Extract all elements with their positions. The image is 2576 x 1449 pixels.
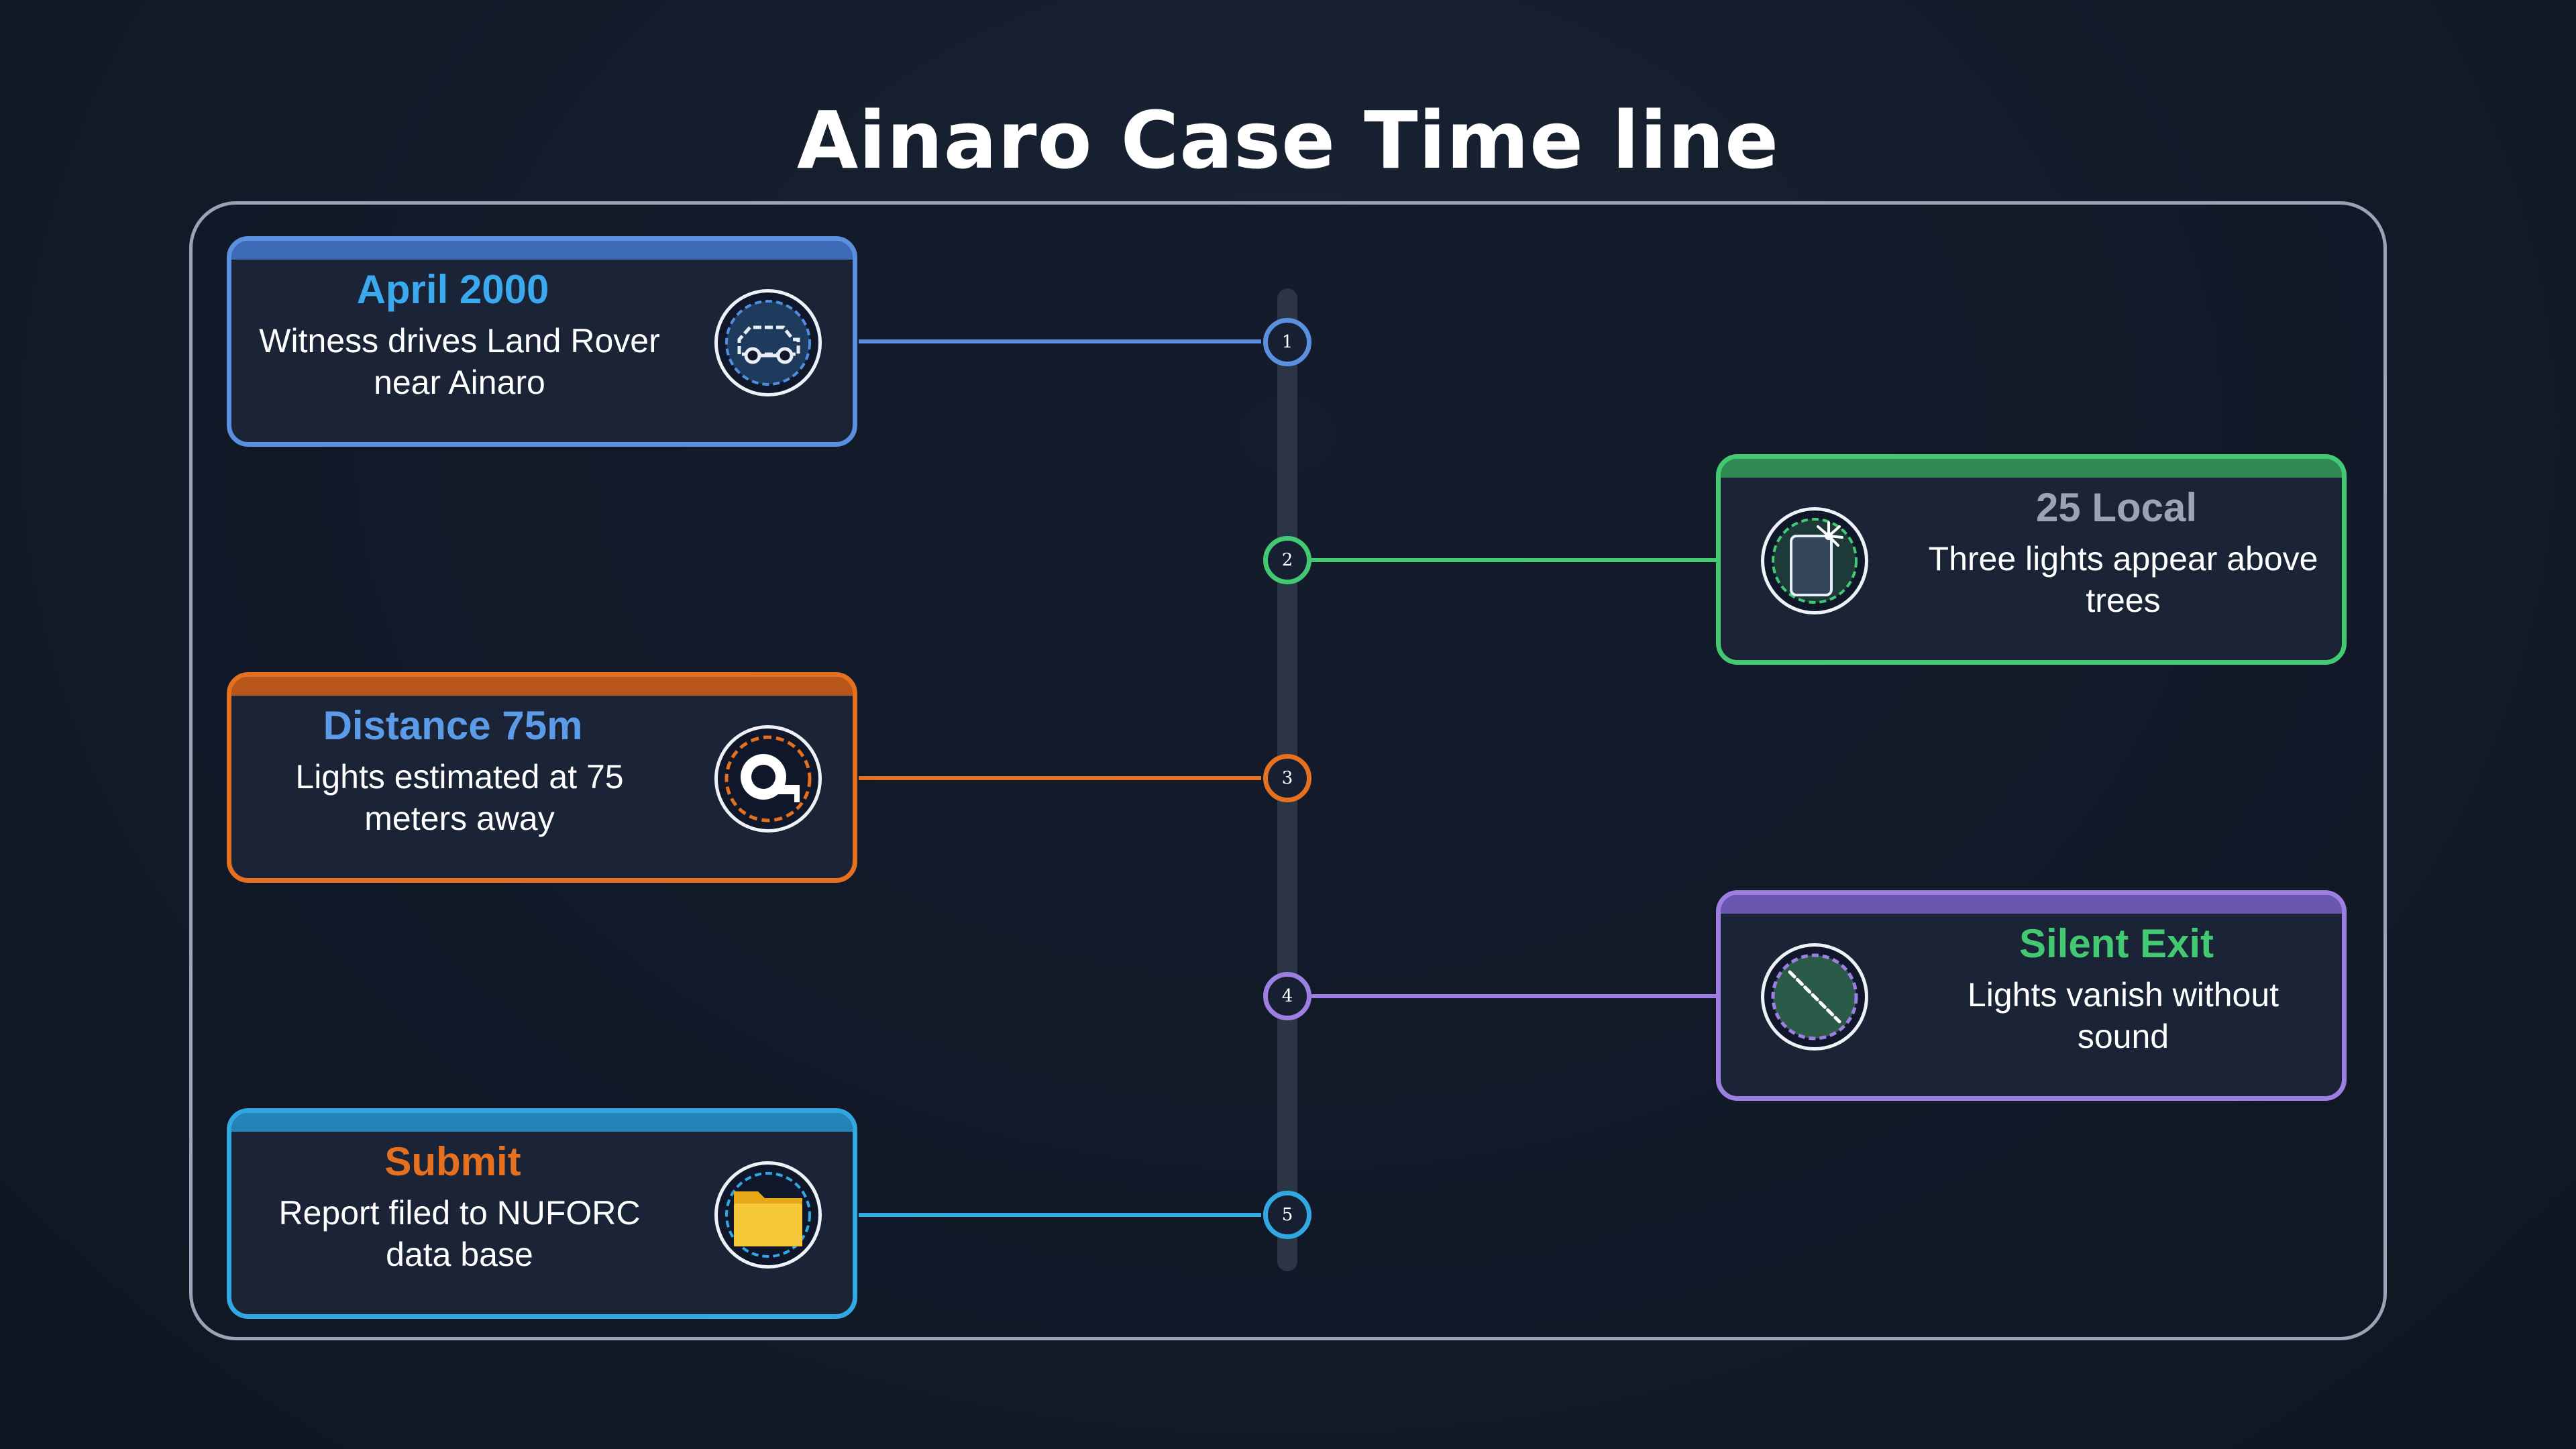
folder-icon bbox=[714, 1161, 822, 1269]
card-header-band bbox=[1721, 895, 2342, 914]
event-title: 25 Local bbox=[2035, 485, 2198, 530]
event-description: Three lights appear above trees bbox=[1928, 540, 2318, 619]
page-title: Ainaro Case Time line bbox=[796, 94, 1780, 186]
land-rover-icon bbox=[714, 289, 822, 396]
connector-3 bbox=[859, 776, 1261, 780]
event-card-2: 25 Local Three lights appear above trees bbox=[1716, 454, 2347, 665]
step-number: 1 bbox=[1281, 332, 1293, 352]
step-node-3: 3 bbox=[1263, 754, 1311, 802]
event-description: Report filed to NUFORC data base bbox=[278, 1194, 641, 1273]
tape-measure-icon bbox=[714, 725, 822, 833]
step-node-2: 2 bbox=[1263, 536, 1311, 584]
step-node-5: 5 bbox=[1263, 1191, 1311, 1239]
step-node-1: 1 bbox=[1263, 318, 1311, 366]
event-title: Distance 75m bbox=[323, 703, 583, 748]
event-title: Silent Exit bbox=[2019, 921, 2214, 966]
event-card-5: Submit Report filed to NUFORC data base bbox=[227, 1108, 857, 1319]
lights-above-trees-icon bbox=[1761, 507, 1868, 614]
event-card-4: Silent Exit Lights vanish without sound bbox=[1716, 890, 2347, 1101]
event-description: Witness drives Land Rover near Ainaro bbox=[259, 322, 660, 401]
step-number: 4 bbox=[1281, 986, 1293, 1006]
card-header-band bbox=[1721, 459, 2342, 478]
event-card-3: Distance 75m Lights estimated at 75 mete… bbox=[227, 672, 857, 883]
connector-2 bbox=[1311, 558, 1717, 562]
connector-4 bbox=[1311, 994, 1717, 998]
event-title: April 2000 bbox=[356, 267, 549, 312]
step-number: 5 bbox=[1281, 1205, 1293, 1225]
mute-icon bbox=[1761, 943, 1868, 1051]
step-number: 2 bbox=[1281, 550, 1293, 570]
connector-5 bbox=[859, 1213, 1261, 1217]
event-card-1: April 2000 Witness drives Land Rover nea… bbox=[227, 236, 857, 447]
connector-1 bbox=[859, 339, 1261, 343]
step-number: 3 bbox=[1281, 768, 1293, 788]
event-description: Lights estimated at 75 meters away bbox=[295, 758, 624, 837]
event-description: Lights vanish without sound bbox=[1967, 976, 2279, 1055]
card-header-band bbox=[231, 241, 853, 260]
event-title: Submit bbox=[384, 1139, 521, 1184]
card-header-band bbox=[231, 1113, 853, 1132]
card-header-band bbox=[231, 677, 853, 696]
step-node-4: 4 bbox=[1263, 972, 1311, 1020]
